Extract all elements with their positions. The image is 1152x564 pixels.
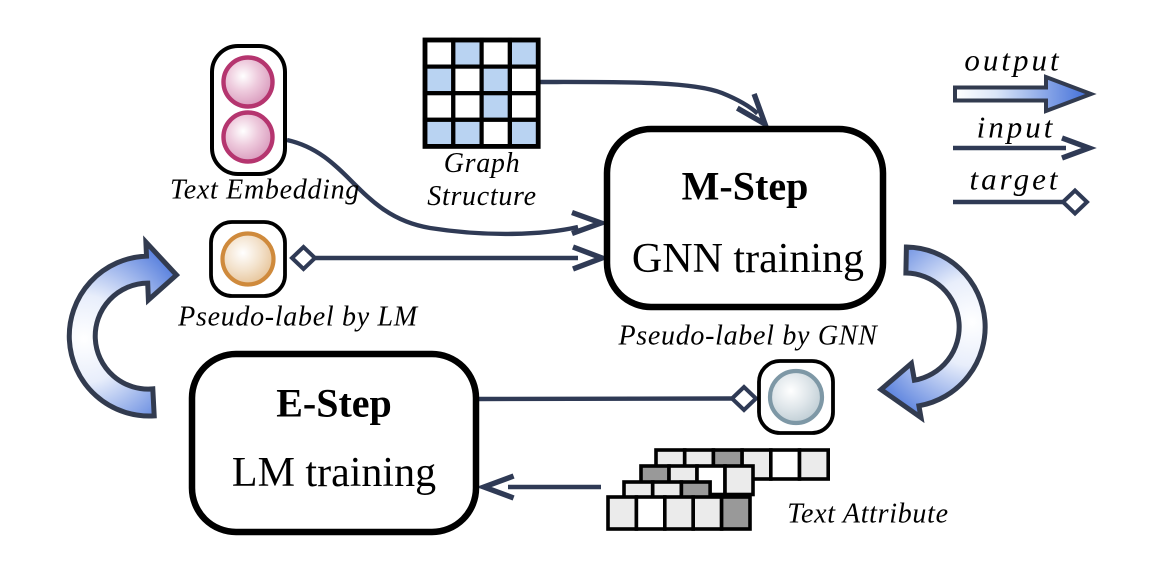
- graph-structure-grid: [422, 37, 541, 149]
- legend-target-label: target: [969, 161, 1061, 197]
- gnn-label-dot: [767, 368, 825, 426]
- grid-cell: [422, 91, 456, 122]
- e-step-box: [188, 350, 480, 536]
- text-embedding-label: Text Embedding: [170, 174, 360, 206]
- arrow-textattr-to-estep: [476, 473, 601, 501]
- grid-cell: [451, 64, 484, 96]
- embedding-dot-1: [221, 55, 275, 109]
- grid-cell: [479, 91, 513, 122]
- arrow-lm-target-to-mstep: [289, 244, 610, 272]
- pseudo-label-lm-node: [209, 220, 287, 298]
- grid-cell: [422, 37, 456, 69]
- grid-cell: [451, 37, 484, 69]
- grid-border: [422, 37, 541, 149]
- grid-cell: [422, 64, 456, 96]
- arrow-estep-target-to-gnnlabel: [477, 384, 759, 413]
- pseudo-label-gnn-label: Pseudo-label by GNN: [618, 320, 878, 352]
- token-cell: [691, 495, 724, 531]
- legend-input-label: input: [976, 109, 1056, 145]
- arrow-embedding-to-mstep: [286, 137, 609, 237]
- token-cell: [662, 495, 695, 531]
- grid-cell: [479, 64, 513, 96]
- m-step-box: [603, 125, 887, 311]
- graph-structure-label-line2: Structure: [427, 181, 537, 212]
- grid-cell: [451, 91, 484, 122]
- cycle-arrow-left: [66, 235, 181, 419]
- legend-input-arrow: [953, 135, 1097, 161]
- token-cell: [634, 495, 667, 531]
- token-cell: [719, 495, 752, 531]
- grid-cell: [479, 117, 513, 149]
- token-cell: [768, 448, 802, 481]
- grid-cell: [507, 37, 541, 69]
- e-step-subtitle: LM training: [231, 450, 437, 497]
- grid-cell: [507, 117, 541, 149]
- grid-cell: [451, 117, 484, 149]
- pseudo-label-lm-label: Pseudo-label by LM: [178, 301, 418, 333]
- arrow-graph-to-mstep: [539, 79, 771, 131]
- m-step-subtitle: GNN training: [631, 236, 865, 283]
- pseudo-label-gnn-node: [757, 359, 835, 435]
- embedding-dot-2: [221, 110, 275, 164]
- token-cell: [606, 495, 639, 531]
- legend-output-label: output: [964, 42, 1062, 78]
- graph-structure-label-line1: Graph: [443, 147, 521, 179]
- text-attribute-stack: [606, 448, 831, 531]
- token-cell: [797, 448, 831, 481]
- lm-label-dot: [220, 231, 276, 287]
- token-cell: [723, 464, 755, 497]
- m-step-title: M-Step: [681, 163, 809, 209]
- text-embedding-node: [210, 44, 287, 176]
- e-step-title: E-Step: [276, 380, 392, 426]
- grid-cell: [422, 117, 456, 149]
- cycle-arrow-right: [876, 244, 988, 424]
- grid-cell: [479, 37, 513, 69]
- legend-output-arrow: [953, 74, 1097, 114]
- grid-cell: [507, 91, 541, 122]
- legend-target-line: [953, 187, 1090, 217]
- graph-structure-label: Graph Structure: [427, 147, 536, 213]
- grid-cell: [507, 64, 541, 96]
- text-attribute-label: Text Attribute: [787, 498, 949, 530]
